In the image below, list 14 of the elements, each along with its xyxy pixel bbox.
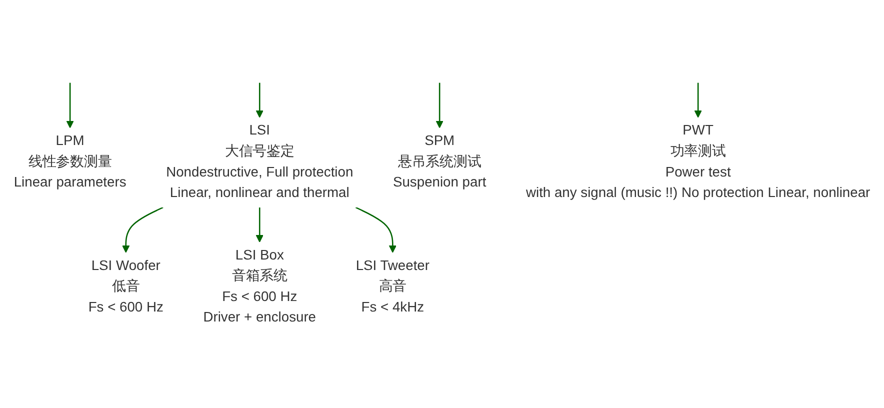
node-text: PWT 功率测试 Power test with any signal (music !!) No protection Linear, nonlinear: [526, 123, 870, 201]
arrow: [66, 82, 74, 128]
node-text: LSI Woofer 低音 Fs < 600 Hz: [88, 258, 164, 315]
node-text: LSI 大信号鉴定 Nondestructive, Full protection Linear, nonlinear and thermal: [166, 123, 354, 201]
arrow: [436, 82, 444, 128]
arrow: [256, 82, 264, 118]
arrow: [355, 206, 396, 253]
arrow: [694, 82, 702, 118]
node-text: LSI Tweeter 高音 Fs < 4kHz: [356, 258, 430, 315]
node-text: LSI Box 音箱系统 Fs < 600 Hz Driver + enclosure: [203, 248, 316, 326]
arrow: [256, 207, 264, 242]
arrow: [122, 206, 164, 253]
node-text: LPM 线性参数测量 Linear parameters: [14, 134, 126, 190]
node-text: SPM 悬吊系统测试 Suspenion part: [392, 134, 486, 190]
